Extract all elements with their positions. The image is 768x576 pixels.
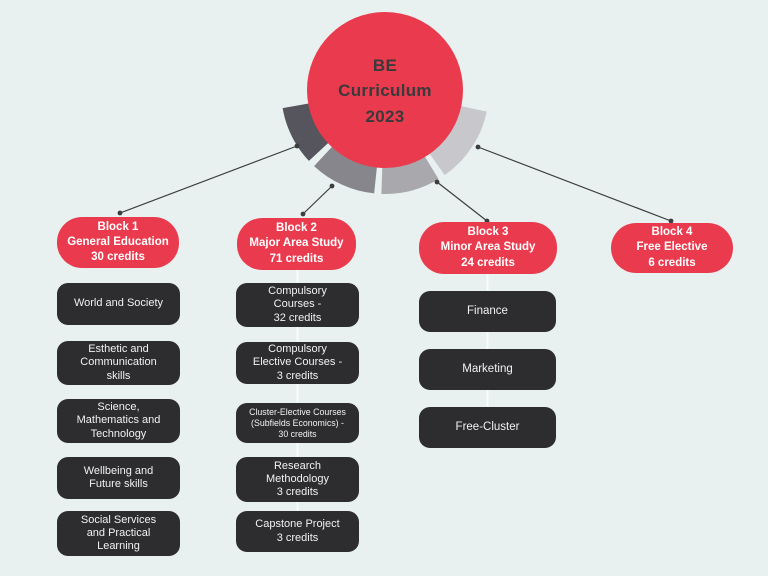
connector-dot bbox=[434, 179, 440, 185]
arc-segment-medium bbox=[314, 143, 378, 194]
connector-line-block4 bbox=[477, 146, 672, 222]
box-world-and-society: World and Society bbox=[57, 283, 180, 325]
connector-dot bbox=[475, 144, 481, 150]
box-social-services-practical-learning: Social Services and Practical Learning bbox=[57, 511, 180, 556]
block-2-header: Block 2 Major Area Study 71 credits bbox=[237, 218, 356, 270]
block-3-header: Block 3 Minor Area Study 24 credits bbox=[419, 222, 557, 274]
box-cluster-elective-courses: Cluster-Elective Courses (Subfields Econ… bbox=[236, 403, 359, 443]
box-research-methodology: Research Methodology 3 credits bbox=[236, 457, 359, 502]
arc-segment-light bbox=[381, 153, 439, 195]
connector-dot bbox=[300, 211, 306, 217]
box-esthetic-communication-skills: Esthetic and Communication skills bbox=[57, 341, 180, 385]
connector-line-block2 bbox=[302, 185, 333, 215]
connector-dot bbox=[117, 210, 123, 216]
connector-line-block1 bbox=[119, 145, 298, 214]
arc-segment-dark bbox=[282, 102, 332, 161]
connector-dot bbox=[668, 218, 674, 224]
connector-line-block3 bbox=[436, 181, 488, 222]
center-circle bbox=[307, 12, 463, 168]
diagram-title: BE Curriculum 2023 bbox=[338, 55, 432, 126]
arc-segment-lightest bbox=[427, 104, 487, 176]
block-4-header: Block 4 Free Elective 6 credits bbox=[611, 223, 733, 273]
box-science-mathematics-technology: Science, Mathematics and Technology bbox=[57, 399, 180, 443]
connector-dot bbox=[294, 143, 300, 149]
box-capstone-project: Capstone Project 3 credits bbox=[236, 511, 359, 552]
block-1-header: Block 1 General Education 30 credits bbox=[57, 217, 179, 268]
box-compulsory-elective-courses: Compulsory Elective Courses - 3 credits bbox=[236, 342, 359, 384]
box-finance: Finance bbox=[419, 291, 556, 332]
box-free-cluster: Free-Cluster bbox=[419, 407, 556, 448]
box-compulsory-courses: Compulsory Courses - 32 credits bbox=[236, 283, 359, 327]
connector-dot bbox=[329, 183, 335, 189]
box-marketing: Marketing bbox=[419, 349, 556, 390]
box-wellbeing-future-skills: Wellbeing and Future skills bbox=[57, 457, 180, 499]
